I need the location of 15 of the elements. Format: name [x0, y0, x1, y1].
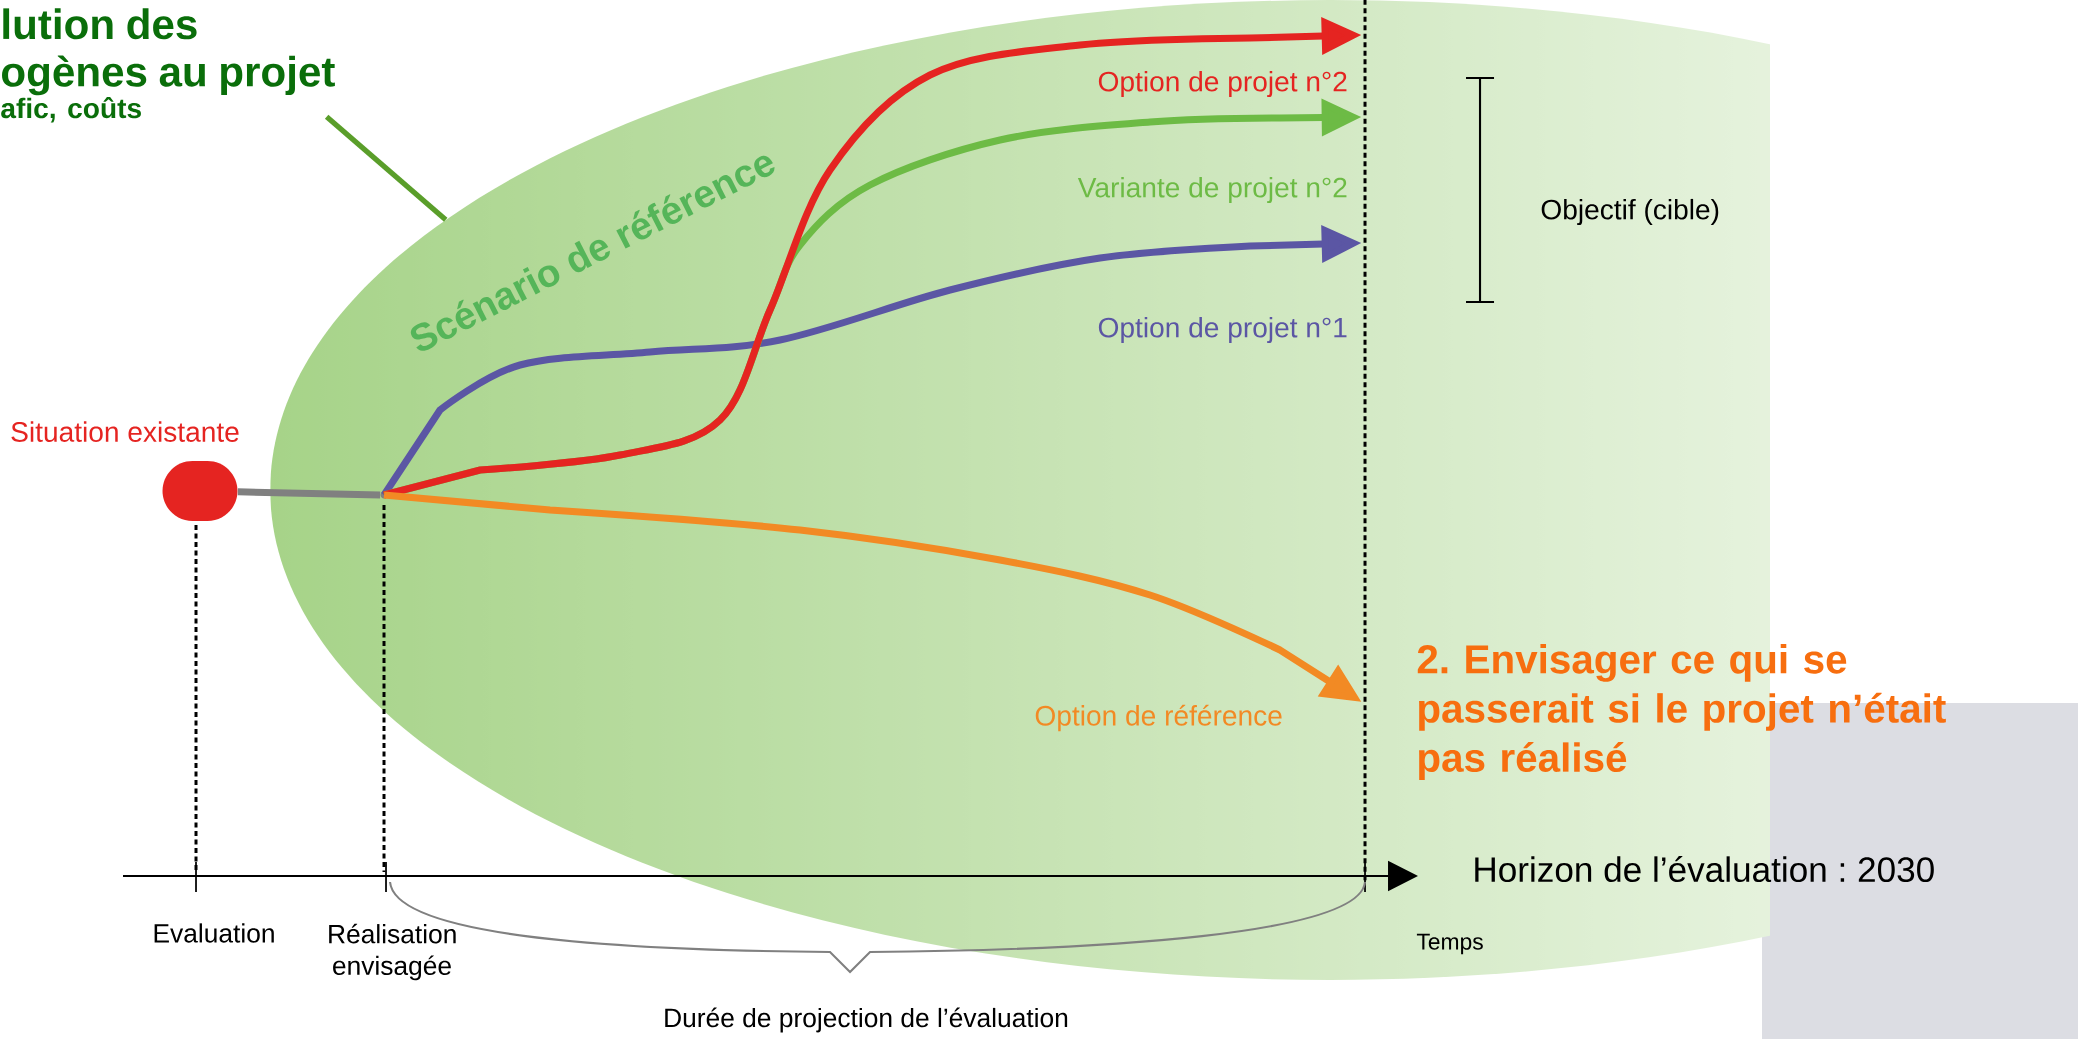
note-text: 2. Envisager ce qui se passerait si le projet n’était pas réalisé: [1417, 643, 1946, 781]
objective-label: Objectif (cible): [1541, 198, 1719, 226]
node-label: Situation existante: [11, 421, 239, 442]
axis-label: Réalisation envisagée: [329, 923, 456, 981]
horizon-line: [1363, 0, 1367, 881]
edge-label: Option de projet n°1: [1098, 316, 1347, 344]
edge-label: Variante de projet n°2: [1077, 176, 1347, 204]
axis-label: Temps: [1416, 933, 1483, 955]
horizon-label: Horizon de l’évaluation : 2030: [1475, 855, 1934, 883]
axis-label: Evaluation: [154, 923, 274, 943]
brace-label: Durée de projection de l’évaluation: [665, 1007, 1068, 1033]
edge-label: Option de référence: [1035, 704, 1282, 732]
leader-line: [324, 114, 448, 222]
heading-text: lution des ogènes au projet afic, coûts: [1, 8, 335, 123]
edge-label: Option de projet n°2: [1098, 70, 1347, 98]
